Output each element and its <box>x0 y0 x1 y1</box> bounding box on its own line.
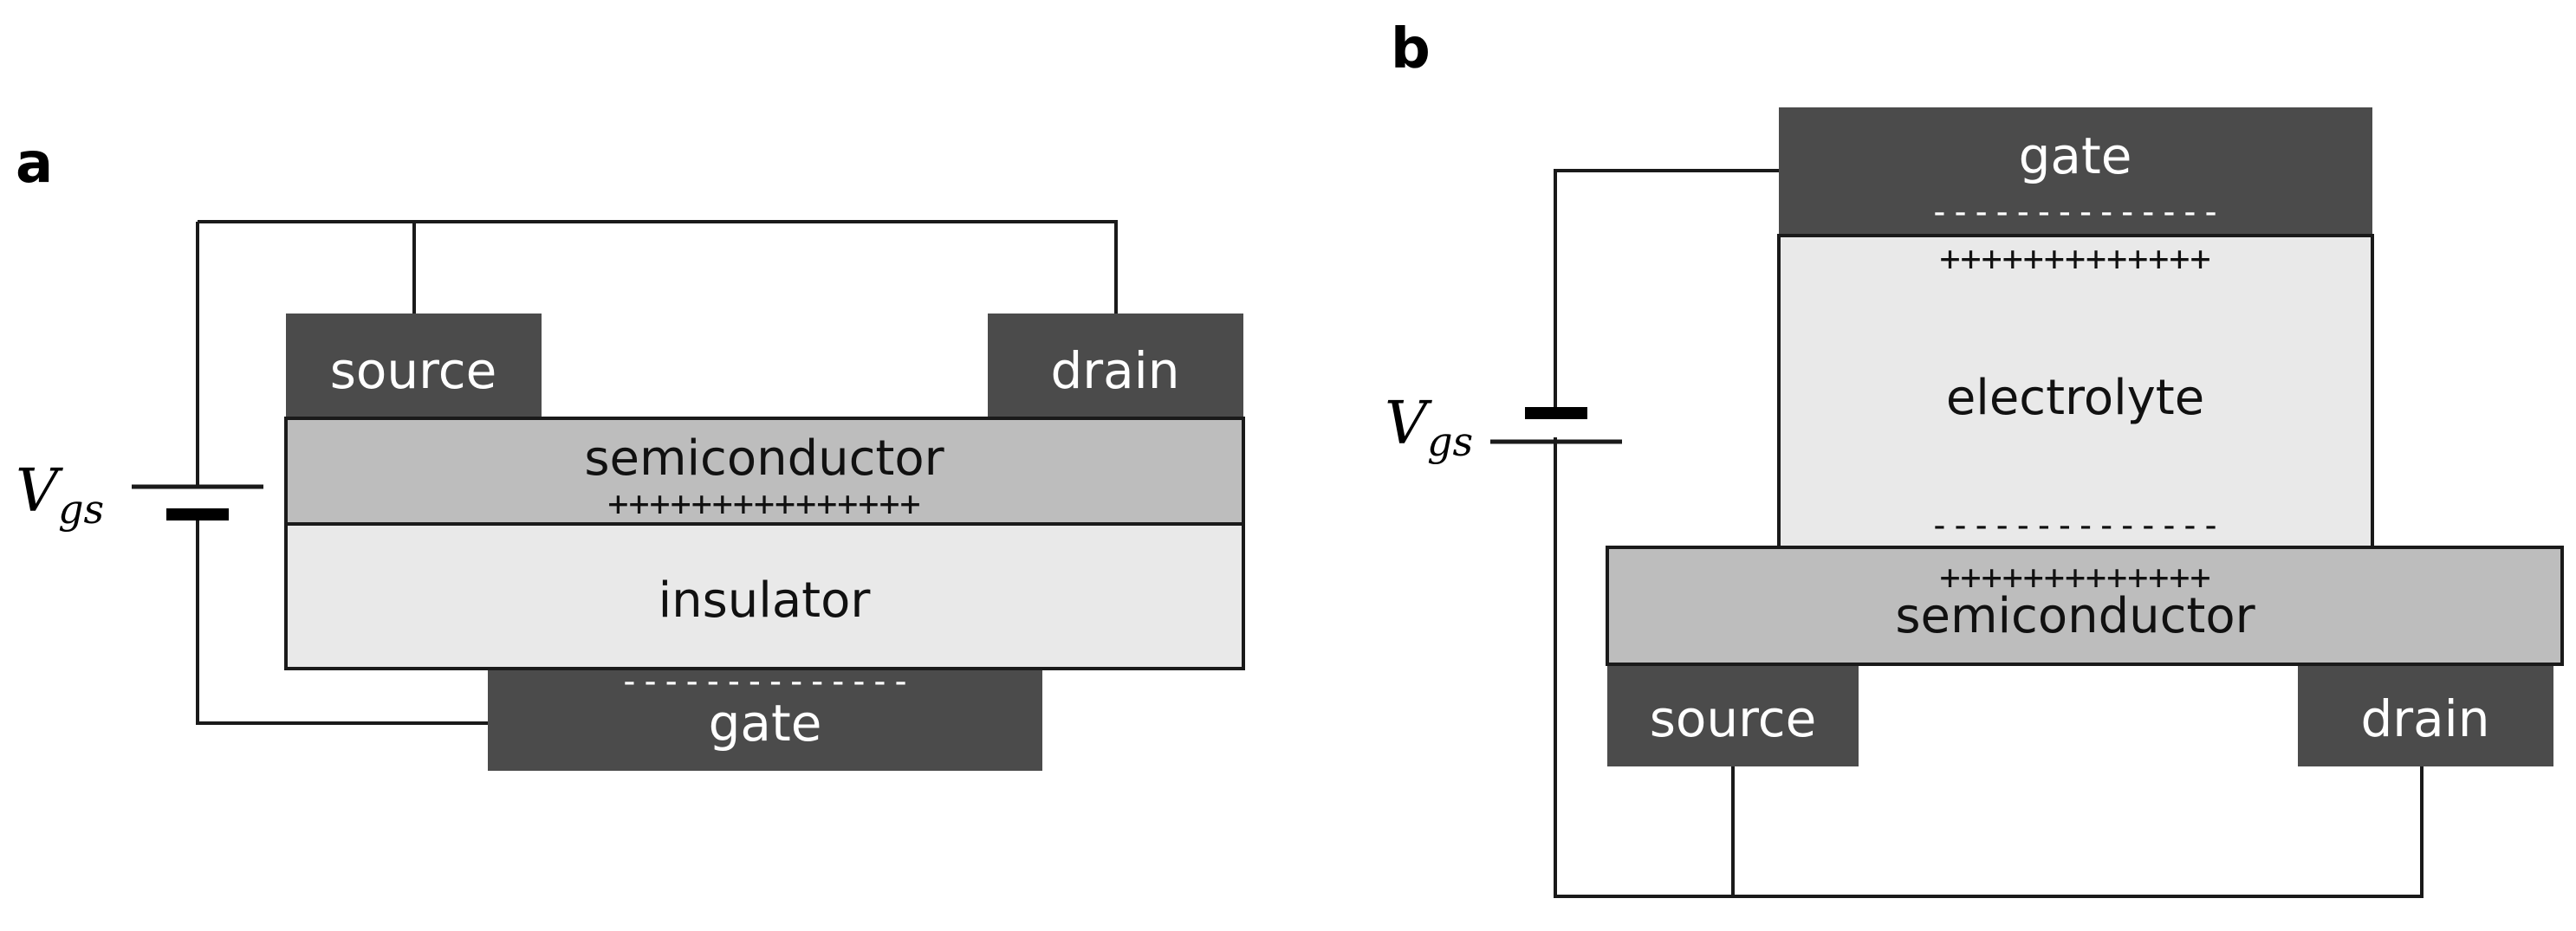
panel-a-battery-short-plate <box>166 508 229 520</box>
panel-b-gate-label: gate <box>2019 126 2132 185</box>
panel-b-drain-label: drain <box>2360 689 2489 748</box>
panel-a-semiconductor-label: semiconductor <box>584 430 944 487</box>
panel-b-source-label: source <box>1650 689 1817 748</box>
panel-b-semiconductor-layer <box>1606 546 2564 666</box>
panel-b-gate-block <box>1779 107 2372 236</box>
panel-b-battery-short-plate <box>1525 407 1587 419</box>
panel-a-source-block <box>286 314 542 417</box>
panel-b-electrolyte-plus-charges: +++++++++++++ <box>1939 239 2210 279</box>
panel-b-electrolyte-label: electrolyte <box>1946 370 2204 426</box>
panel-a-insulator-layer <box>284 522 1245 670</box>
panel-a-vgs: Vgs <box>16 457 104 533</box>
panel-b-drain-block <box>2298 666 2553 766</box>
panel-a-drain-block <box>988 314 1243 417</box>
panel-b-wire-bottom <box>1554 437 2424 898</box>
panel-a-gate-block <box>488 670 1042 771</box>
panel-b-electrolyte-minus-charges: -------------- <box>1929 506 2221 546</box>
panel-b-semiconductor-label: semiconductor <box>1895 588 2255 644</box>
panel-a-source-label: source <box>330 341 497 400</box>
panel-a-insulator-label: insulator <box>659 572 872 629</box>
panel-a-gate-label: gate <box>709 694 822 753</box>
panel-a-minus-charges: -------------- <box>619 662 911 701</box>
panel-a-plus-charges: +++++++++++++++ <box>607 484 920 524</box>
panel-a-semiconductor-layer <box>284 417 1245 526</box>
panel-a-wire-left-lower <box>196 520 490 725</box>
panel-b: b Vgs gate -------------- +++++++++++++ … <box>1385 17 2564 898</box>
panel-b-electrolyte-layer <box>1777 234 2374 549</box>
panel-b-label: b <box>1391 17 1431 81</box>
panel-b-source-block <box>1607 666 1859 766</box>
panel-b-vgs: Vgs <box>1385 390 1473 465</box>
panel-a-wire-top <box>198 220 1118 314</box>
panel-a-drain-label: drain <box>1050 341 1179 400</box>
panel-b-gate-minus-charges: -------------- <box>1929 192 2221 232</box>
panel-a: a Vgs source drain semiconductor +++++++… <box>16 132 1245 771</box>
panel-b-semiconductor-plus-charges: +++++++++++++ <box>1939 558 2210 598</box>
panel-a-label: a <box>16 132 53 196</box>
panel-b-wire-gate <box>1554 169 1779 407</box>
